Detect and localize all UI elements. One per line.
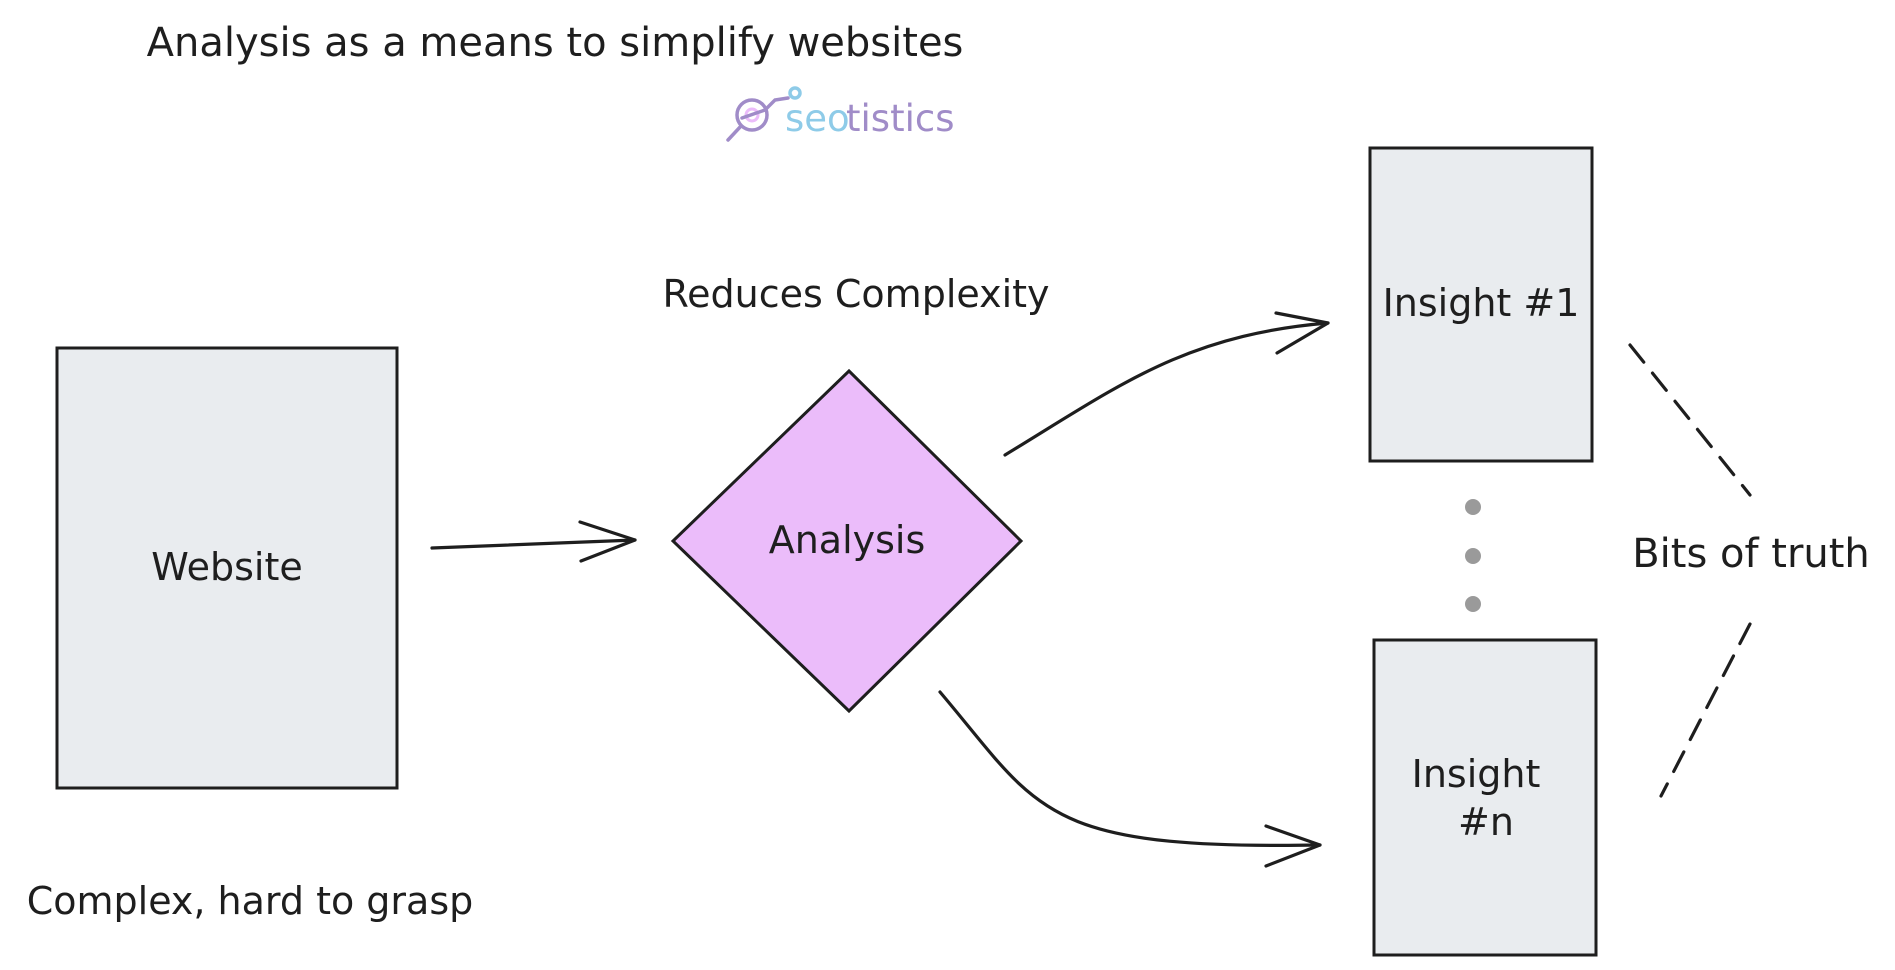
analysis-diamond bbox=[670, 368, 1024, 714]
arrow-analysis-to-insight-n bbox=[938, 690, 1322, 868]
reduces-complexity-label: Reduces Complexity bbox=[662, 272, 1049, 316]
insight-n-label-line1: Insight bbox=[1412, 752, 1541, 796]
insight-1-label: Insight #1 bbox=[1383, 281, 1580, 325]
dashed-line-upper bbox=[1628, 343, 1752, 497]
website-label: Website bbox=[151, 545, 302, 589]
arrow-website-to-analysis bbox=[430, 520, 637, 563]
diagram-title: Analysis as a means to simplify websites bbox=[147, 20, 964, 66]
ellipsis-dots bbox=[1465, 499, 1481, 612]
dashed-line-lower bbox=[1659, 622, 1752, 798]
analysis-label: Analysis bbox=[769, 518, 926, 562]
insight-n-label-line2: #n bbox=[1458, 800, 1514, 844]
arrow-analysis-to-insight-1 bbox=[1003, 311, 1330, 457]
logo-text-seo: seo bbox=[785, 97, 850, 140]
logo-text-tistics: tistics bbox=[846, 97, 954, 140]
insight-n-box bbox=[1372, 638, 1598, 957]
website-box bbox=[55, 346, 399, 790]
complex-label: Complex, hard to grasp bbox=[27, 879, 474, 923]
seotistics-logo: seo tistics bbox=[726, 86, 954, 142]
insight-1-box bbox=[1368, 146, 1594, 463]
magnifier-trend-icon bbox=[726, 86, 802, 142]
bits-of-truth-label: Bits of truth bbox=[1632, 531, 1870, 577]
